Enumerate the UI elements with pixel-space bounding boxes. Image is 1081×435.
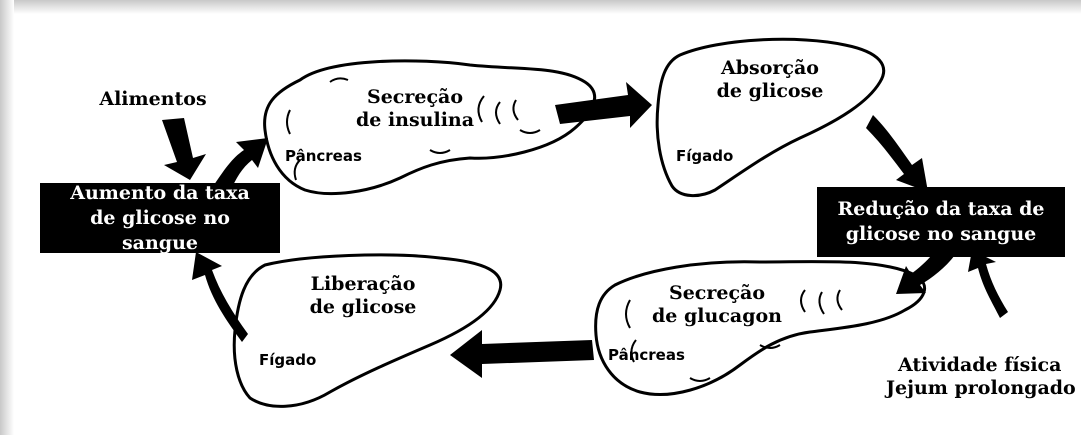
pancreas-to-liver-arrow (555, 82, 652, 128)
increase-glucose-box: Aumento da taxa de glicose no sangue (40, 181, 280, 254)
decrease-glucose-box: Redução da taxa de glicose no sangue (817, 187, 1065, 257)
glucose-absorption-label-2: de glicose (716, 80, 824, 102)
liver-to-decrease-arrow (866, 115, 928, 192)
glucose-absorption-label-1: Absorção (721, 57, 819, 79)
decrease-to-pancreas-arrow (896, 245, 955, 294)
glucagon-secretion-label-1: Secreção (668, 282, 766, 304)
pancreas-bottom-organ (594, 260, 927, 396)
glucose-release-label-2: de glicose (309, 296, 417, 318)
decrease-glucose-text: Redução da taxa de glicose no sangue (837, 198, 1045, 245)
liver-bottom-label: Fígado (259, 351, 317, 369)
glucagon-secretion-label-2: de glucagon (652, 305, 782, 327)
activity-arrow (968, 250, 1008, 318)
liver-to-increase-arrow (192, 252, 248, 342)
insulin-secretion-label-2: de insulina (355, 109, 475, 131)
glucose-release-label-1: Liberação (310, 273, 416, 295)
liver-top-organ (655, 37, 886, 197)
food-arrow (162, 118, 206, 180)
activity-label: Atividade física (898, 354, 1062, 376)
pancreas-top-organ (263, 59, 597, 196)
increase-to-pancreas-arrow (212, 138, 268, 192)
insulin-secretion-label-1: Secreção (366, 86, 464, 108)
liver-top-label: Fígado (676, 147, 734, 165)
increase-glucose-text: Aumento da taxa de glicose no sangue (70, 181, 250, 254)
fasting-label: Jejum prolongado (886, 377, 1076, 399)
frame-shadow-top (0, 0, 1081, 14)
liver-bottom-organ (232, 253, 503, 408)
pancreas-bottom-label: Pâncreas (608, 346, 685, 364)
food-label: Alimentos (99, 88, 207, 110)
pancreas-top-label: Pâncreas (285, 147, 362, 165)
pancreas-to-liver-bottom-arrow (450, 330, 594, 378)
frame-shadow-left (0, 0, 14, 435)
